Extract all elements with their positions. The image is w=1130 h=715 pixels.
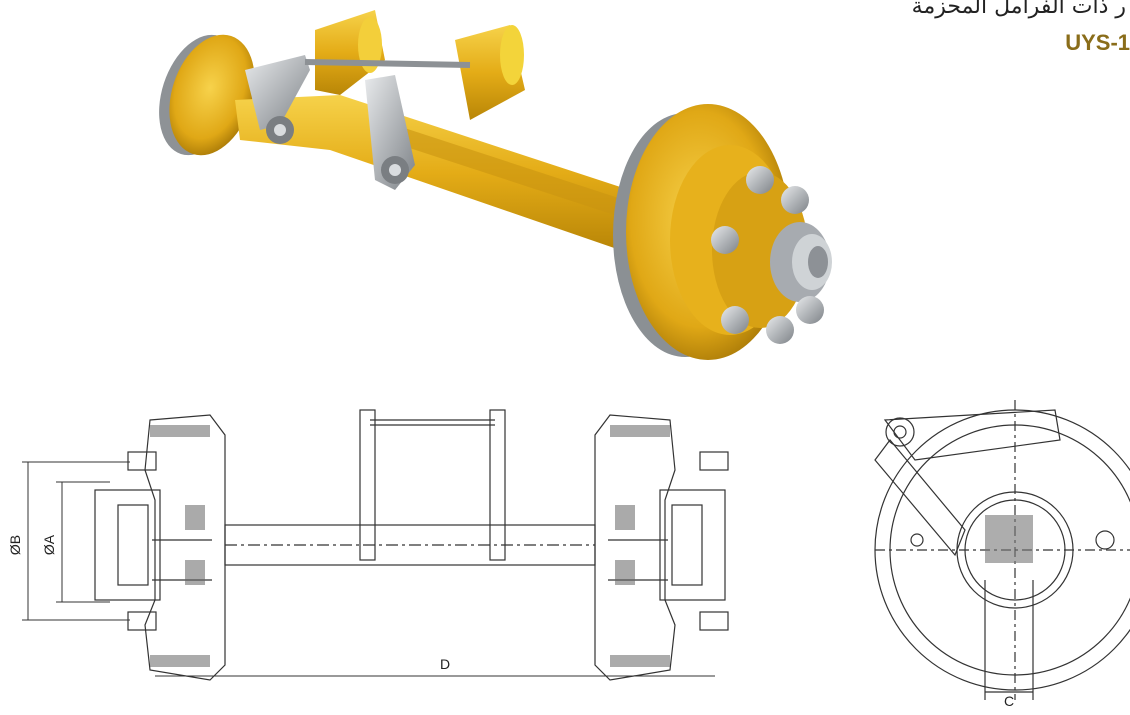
far-brake-drum bbox=[159, 34, 255, 156]
dimension-a-label: ØA bbox=[41, 534, 57, 555]
brake-lever-left bbox=[245, 55, 310, 130]
wheel-studs bbox=[711, 166, 824, 344]
product-title-arabic: ر ذات الفرامل المحزمة bbox=[911, 0, 1126, 19]
axle-square-section bbox=[985, 515, 1033, 563]
far-hub-cap-2 bbox=[500, 25, 524, 85]
axle-side-drawing: C bbox=[874, 400, 1130, 709]
dimension-c-label: C bbox=[1004, 693, 1014, 709]
axle-front-drawing: ØB ØA D bbox=[7, 409, 729, 681]
far-hub-cap bbox=[358, 17, 382, 73]
hatched-sections bbox=[150, 425, 670, 667]
axle-product-photo bbox=[159, 10, 832, 360]
dimension-d-label: D bbox=[440, 656, 450, 672]
wheel-hub bbox=[712, 172, 832, 328]
axle-beam bbox=[235, 95, 660, 250]
product-model: UYS-1 bbox=[1065, 30, 1130, 55]
brake-rod bbox=[304, 59, 471, 68]
dimension-b-label: ØB bbox=[7, 535, 23, 555]
